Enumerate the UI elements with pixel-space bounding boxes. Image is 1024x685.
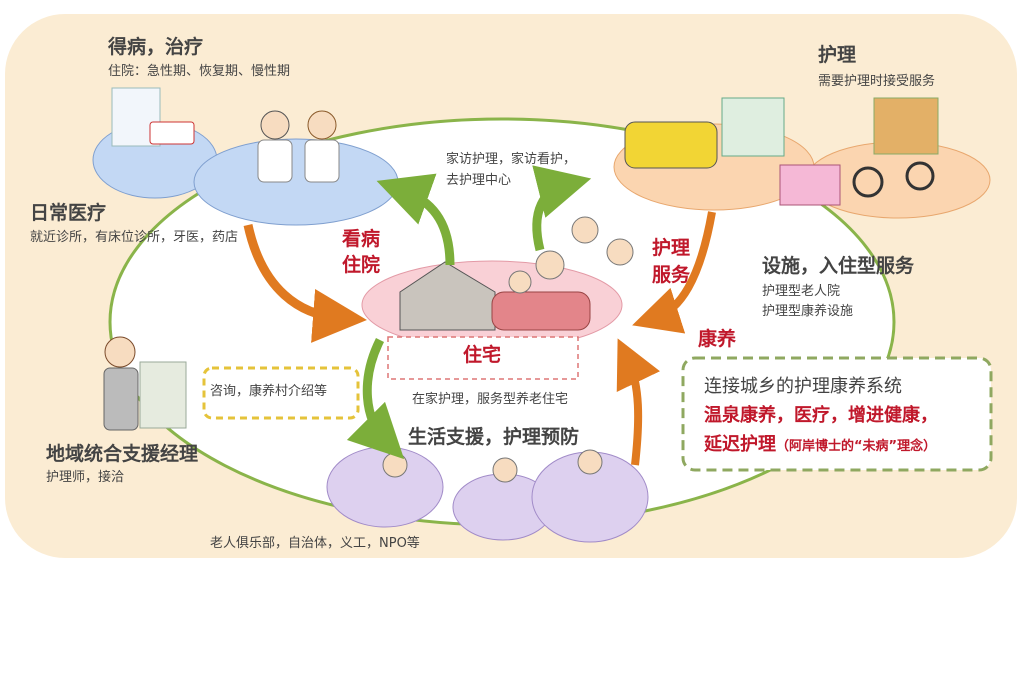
- doctor-icon: [260, 110, 290, 140]
- treatment-title: 得病，治疗: [108, 36, 204, 58]
- community-text: 老人俱乐部，自治体，义工，NPO等: [210, 536, 420, 551]
- nurse-body-icon: [304, 139, 340, 183]
- elder-icon: [606, 238, 634, 266]
- grandfather-icon: [571, 216, 599, 244]
- wheelchair-icon-2: [905, 161, 935, 191]
- system-box: [681, 356, 993, 472]
- van-icon: [624, 121, 718, 169]
- helper-icon: [577, 449, 603, 475]
- home-visit-line2: 去护理中心: [446, 173, 512, 188]
- daily-medical-subtitle: 就近诊所，有床位诊所，牙医，药店: [30, 230, 239, 245]
- system-box-line1: 温泉康养，医疗，增进健康，: [704, 405, 938, 426]
- arrow-care-to-home: [632, 211, 716, 334]
- system-box-title: 连接城乡的护理康养系统: [704, 376, 902, 397]
- arrow-home-to-life-support: [346, 337, 405, 460]
- bathtub-icon: [779, 164, 841, 206]
- child-icon: [508, 270, 532, 294]
- system-box-line2-note: （阿岸博士的“未病”理念）: [776, 439, 937, 454]
- care-service-label-line2: 服务: [652, 264, 691, 286]
- care-subtitle: 需要护理时接受服务: [818, 74, 936, 89]
- daily-medical-title: 日常医疗: [30, 202, 107, 224]
- home-label: 住宅: [463, 344, 502, 366]
- nursing-home-icon: [873, 97, 939, 155]
- kangyang-label: 康养: [698, 328, 737, 350]
- manager-body-icon: [103, 367, 139, 431]
- facility-line2: 护理型康养设施: [762, 304, 854, 319]
- facility-line1: 护理型老人院: [762, 284, 841, 299]
- manager-subtitle: 护理师，接洽: [46, 470, 125, 485]
- hospital-label-line2: 住院: [342, 254, 381, 276]
- home-visit-line1: 家访护理，家访看护，: [446, 152, 577, 167]
- consult-text: 咨询，康养村介绍等: [210, 384, 328, 399]
- manager-icon: [104, 336, 136, 368]
- nurse-icon: [307, 110, 337, 140]
- system-box-line2-main: 延迟护理: [704, 434, 776, 455]
- sofa-icon: [491, 291, 591, 331]
- doctor-body-icon: [257, 139, 293, 183]
- home-care-text: 在家护理，服务型养老住宅: [412, 392, 569, 407]
- home-label-box: [387, 336, 579, 380]
- facility-title: 设施，入住型服务: [762, 255, 915, 277]
- care-title: 护理: [818, 44, 857, 66]
- manager-title: 地域统合支援经理: [46, 443, 199, 465]
- system-box-line2: 延迟护理（阿岸博士的“未病”理念）: [704, 434, 936, 457]
- care-center-icon: [721, 97, 785, 157]
- arrow-life-support-to-home: [616, 338, 661, 466]
- ambulance-icon: [149, 121, 195, 145]
- treatment-subtitle: 住院：急性期、恢复期、慢性期: [108, 64, 291, 79]
- doctor-ellipse: [193, 138, 399, 226]
- life-support-text: 生活支援，护理预防: [408, 426, 580, 448]
- arrow-home-to-care: [532, 165, 592, 252]
- consult-box: [202, 366, 360, 420]
- support-center-icon: [139, 361, 187, 429]
- seniors-group-icon: [382, 452, 408, 478]
- arrow-home-to-hospital: [376, 173, 455, 266]
- arrow-hospital-to-home: [243, 224, 367, 343]
- wheelchair-icon: [852, 166, 884, 198]
- grandmother-icon: [535, 250, 565, 280]
- exercise-senior-icon: [492, 457, 518, 483]
- care-service-label-line1: 护理: [652, 237, 691, 259]
- hospital-label-line1: 看病: [342, 228, 381, 250]
